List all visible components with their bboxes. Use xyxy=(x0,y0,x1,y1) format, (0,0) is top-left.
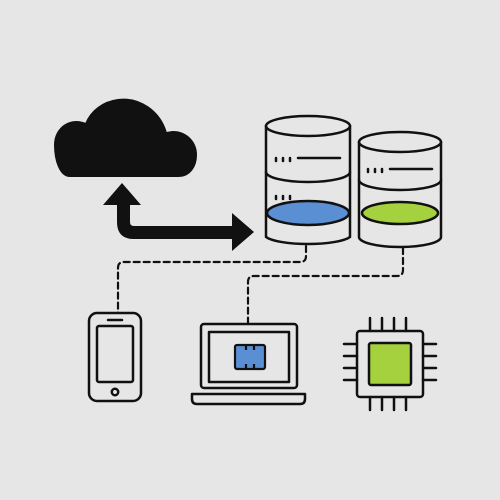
laptop-icon xyxy=(190,322,307,406)
database-blue-icon xyxy=(264,114,352,246)
sync-arrow-icon xyxy=(103,183,254,251)
cloud-icon xyxy=(53,98,198,177)
database-green-icon xyxy=(357,130,443,249)
db-green-stripes xyxy=(366,167,434,174)
laptop-screen-app-icon xyxy=(233,343,267,371)
connector-db-to-laptop xyxy=(246,246,405,325)
dashed-connectors xyxy=(116,244,405,325)
microchip-icon xyxy=(342,316,438,412)
db-blue-stripes xyxy=(274,156,342,201)
smartphone-icon xyxy=(87,311,143,403)
chip-pins xyxy=(342,316,438,412)
connector-db-to-phone xyxy=(116,244,308,315)
